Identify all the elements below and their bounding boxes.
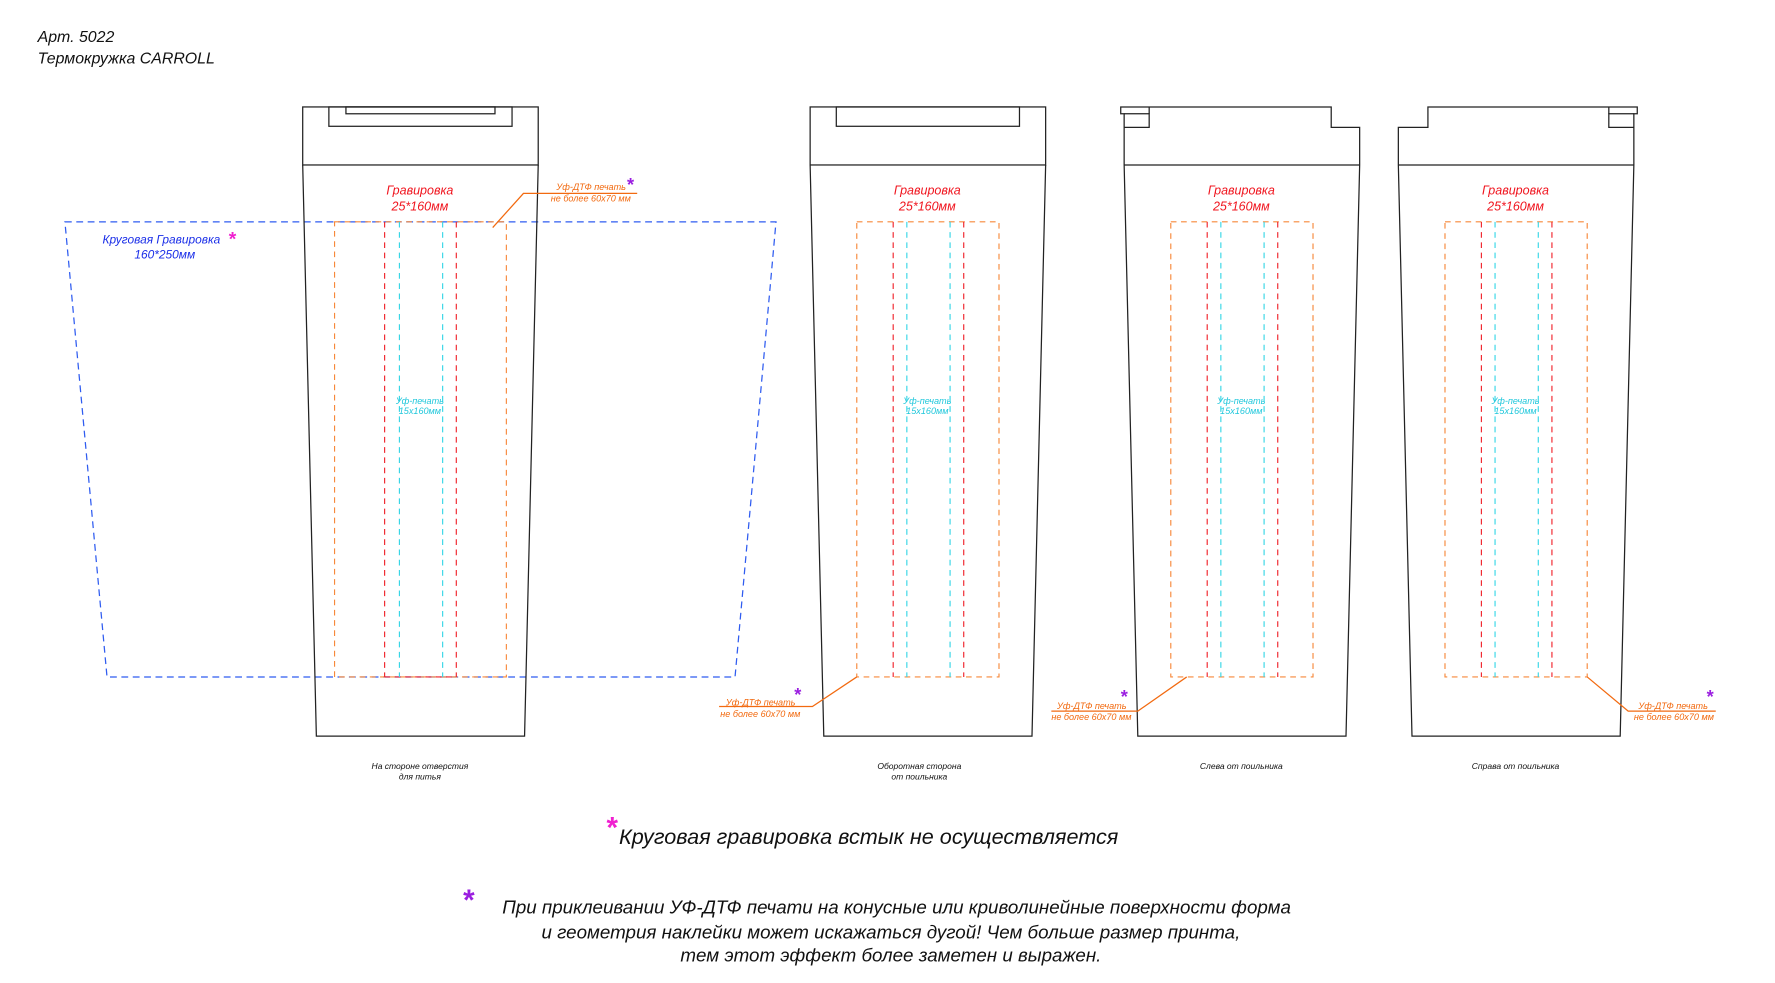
cup-body (1397, 164, 1635, 737)
cup-view-left-side: Гравировка 25*160мм Уф-печать 15x160мм У… (1051, 106, 1361, 771)
dtf-asterisk: * (1707, 687, 1715, 707)
view-caption: Оборотная сторона (877, 761, 961, 771)
article-number: Арт. 5022 (37, 29, 115, 46)
uv-print-size: 15x160мм (1220, 406, 1263, 416)
uv-dtf-zone (856, 221, 1000, 678)
note-2-line-2: и геометрия наклейки может искажаться ду… (541, 922, 1240, 943)
view-caption-2: для питья (399, 771, 441, 781)
engraving-label: Гравировка (1482, 184, 1549, 198)
cup-lid (1120, 106, 1361, 165)
lid-opening (328, 106, 513, 127)
circular-engraving-size: 160*250мм (134, 247, 195, 261)
circular-asterisk: * (229, 229, 237, 251)
view-caption: На стороне отверстия (372, 761, 469, 771)
engraving-label: Гравировка (386, 184, 453, 198)
cup-body (809, 164, 1047, 737)
dtf-label: Уф-ДТФ печать (1637, 701, 1708, 711)
uv-print-size: 15x160мм (1494, 406, 1537, 416)
cup-lid (302, 106, 539, 166)
engraving-size: 25*160мм (1212, 199, 1270, 213)
note-1: Круговая гравировка встык не осуществляе… (619, 824, 1119, 849)
dtf-asterisk: * (1121, 687, 1129, 707)
circular-engraving-zone (64, 221, 777, 678)
note-1-asterisk: * (606, 811, 618, 844)
engraving-size: 25*160мм (1486, 199, 1544, 213)
lid-tab (1608, 113, 1634, 129)
uv-print-label: Уф-печать (1216, 396, 1265, 406)
note-2-line-1: При приклеивании УФ-ДТФ печати на конусн… (502, 897, 1291, 918)
uv-print-label: Уф-печать (1490, 396, 1539, 406)
lid-tab (1124, 113, 1150, 129)
uv-print-label: Уф-печать (395, 396, 444, 406)
cup-view-drink-side: Гравировка 25*160мм Уф-печать 15x160мм У… (302, 106, 638, 781)
dtf-leader-line (492, 192, 638, 228)
dtf-label: Уф-ДТФ печать (1056, 701, 1127, 711)
uv-dtf-zone (333, 221, 507, 678)
view-caption-2: от поильника (891, 771, 947, 781)
product-name: Термокружка CARROLL (38, 51, 215, 68)
dtf-label: Уф-ДТФ печать (555, 182, 626, 192)
cup-lid (1397, 106, 1638, 165)
view-caption: Слева от поильника (1200, 761, 1283, 771)
dtf-size: не более 60x70 мм (1634, 712, 1715, 722)
engraving-label: Гравировка (1208, 184, 1275, 198)
uv-dtf-zone (1444, 221, 1588, 678)
dtf-size: не более 60x70 мм (1051, 712, 1132, 722)
uv-print-size: 15x160мм (906, 406, 949, 416)
dtf-leader-line (719, 676, 858, 708)
circular-engraving-label: Круговая Гравировка (102, 232, 220, 246)
lid-slot (345, 106, 496, 115)
uv-print-size: 15x160мм (399, 406, 442, 416)
dtf-asterisk: * (627, 175, 635, 195)
engraving-label: Гравировка (894, 184, 961, 198)
dtf-label: Уф-ДТФ печать (725, 697, 796, 707)
note-2-line-3: тем этот эффект более заметен и выражен. (680, 944, 1101, 965)
cup-body (302, 164, 539, 737)
uv-dtf-zone (1170, 221, 1314, 678)
cup-view-right-side: Гравировка 25*160мм Уф-печать 15x160мм У… (1397, 106, 1716, 771)
dtf-asterisk: * (794, 685, 802, 705)
cup-lid (809, 106, 1047, 166)
cup-body (1123, 164, 1361, 737)
engraving-size: 25*160мм (391, 199, 449, 213)
note-2-asterisk: * (463, 884, 475, 917)
lid-opening (835, 106, 1021, 127)
engraving-size: 25*160мм (898, 199, 956, 213)
cup-view-back-side: Гравировка 25*160мм Уф-печать 15x160мм У… (719, 106, 1047, 781)
dtf-leader-line (1051, 676, 1188, 712)
view-caption: Справа от поильника (1472, 761, 1560, 771)
uv-print-label: Уф-печать (902, 396, 951, 406)
dtf-leader-line (1586, 676, 1716, 712)
dtf-size: не более 60x70 мм (720, 709, 801, 719)
dtf-size: не более 60x70 мм (551, 193, 632, 203)
